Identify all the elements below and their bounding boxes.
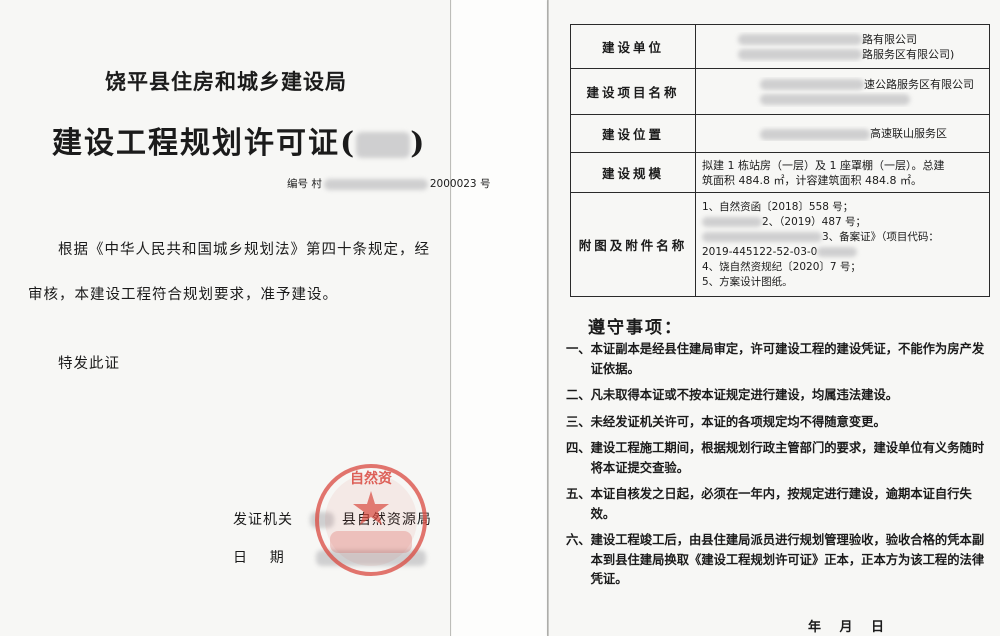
notice-text: 未经发证机关许可，本证的各项规定均不得随意变更。	[590, 414, 886, 429]
certificate-number: 编号 村 2000023 号	[287, 176, 490, 191]
notice-text: 本证自核发之日起，必须在一年内，按规定进行建设，逾期本证自行失效。	[590, 487, 972, 521]
issuing-agency-heading: 饶平县住房和城乡建设局	[105, 69, 347, 94]
row-value: 高速联山服务区	[695, 114, 990, 153]
redacted-date	[316, 550, 427, 566]
value-line: 路有限公司	[862, 32, 917, 46]
issuer-label: 发证机关	[233, 512, 293, 528]
value-line: 速公路服务区有限公司	[864, 77, 974, 91]
row-label: 建设规模	[570, 152, 696, 193]
attachment-item: 4、饶自然资规纪〔2020〕7 号；	[702, 260, 861, 273]
official-seal: 自然资	[315, 464, 427, 576]
attachment-item: 5、方案设计图纸。	[702, 275, 793, 288]
title-paren-open: (	[340, 126, 357, 161]
notice-text: 建设工程施工期间，根据规划行政主管部门的要求，建设单位有义务随时将本证提交查验。	[590, 441, 985, 475]
table-row-location: 建设位置 高速联山服务区	[570, 114, 990, 153]
date-row: 日 期	[233, 547, 427, 567]
attachment-item: 2、（2019）487 号；	[762, 215, 867, 228]
table-row-project-name: 建设项目名称 速公路服务区有限公司	[570, 68, 990, 115]
row-value: 拟建 1 栋站房（一层）及 1 座罩棚（一层）。总建 筑面积 484.8 ㎡，计…	[695, 152, 990, 193]
row-value: 路有限公司 路服务区有限公司)	[695, 24, 990, 69]
project-info-table: 建设单位 路有限公司 路服务区有限公司) 建设项目名称 速公路服务区有限公司 建…	[570, 24, 990, 297]
table-row-attachments: 附图及附件名称 1、自然资函〔2018〕558 号； 2、（2019）487 号…	[570, 192, 990, 297]
row-value: 速公路服务区有限公司	[695, 68, 990, 115]
notice-text: 凡未取得本证或不按本证规定进行建设，均属违法建设。	[590, 388, 899, 402]
attachment-item: 3、备案证》（项目代码：	[822, 230, 939, 243]
notice-item: 二、凡未取得本证或不按本证规定进行建设，均属违法建设。	[566, 386, 991, 406]
date-footer: 年 月 日	[808, 620, 885, 635]
notice-number: 三、	[566, 414, 591, 429]
notice-heading: 遵守事项：	[588, 318, 683, 338]
page-edge-left	[450, 0, 451, 636]
table-row-scale: 建设规模 拟建 1 栋站房（一层）及 1 座罩棚（一层）。总建 筑面积 484.…	[570, 152, 990, 193]
redacted-text	[738, 49, 862, 60]
notice-list: 一、本证副本是经县住建局审定，许可建设工程的建设凭证，不能作为房产发证依据。 二…	[566, 340, 991, 597]
notice-item: 一、本证副本是经县住建局审定，许可建设工程的建设凭证，不能作为房产发证依据。	[566, 340, 991, 379]
number-prefix: 编号 村	[287, 178, 322, 190]
body-line-1: 根据《中华人民共和国城乡规划法》第四十条规定，经	[58, 242, 430, 258]
special-issue-text: 特发此证	[58, 356, 120, 372]
redacted-text	[760, 94, 910, 105]
notice-text: 建设工程竣工后，由县住建局派员进行规划管理验收，验收合格的凭本副本到县住建局换取…	[590, 533, 985, 586]
redacted-text	[738, 34, 862, 45]
attachments-list: 1、自然资函〔2018〕558 号； 2、（2019）487 号； 3、备案证》…	[695, 192, 990, 297]
row-label: 建设位置	[570, 114, 696, 153]
notice-item: 六、建设工程竣工后，由县住建局派员进行规划管理验收，验收合格的凭本副本到县住建局…	[566, 531, 991, 590]
notice-number: 四、	[566, 441, 591, 455]
notice-item: 五、本证自核发之日起，必须在一年内，按规定进行建设，逾期本证自行失效。	[566, 485, 991, 524]
notice-item: 四、建设工程施工期间，根据规划行政主管部门的要求，建设单位有义务随时将本证提交查…	[566, 439, 991, 478]
redacted-text	[702, 216, 762, 227]
seal-text: 自然资	[350, 470, 392, 487]
value-line: 路服务区有限公司)	[862, 47, 955, 61]
certificate-title-text: 建设工程规划许可证	[52, 126, 340, 161]
redacted-text	[760, 79, 864, 90]
notice-number: 六、	[566, 533, 591, 547]
date-label: 日 期	[233, 550, 285, 566]
value-line: 拟建 1 栋站房（一层）及 1 座罩棚（一层）。总建	[702, 158, 945, 172]
redacted-text	[760, 128, 870, 140]
attachment-item: 1、自然资函〔2018〕558 号；	[702, 200, 854, 213]
attachment-item: 2019-445122-52-03-0	[702, 245, 818, 258]
number-suffix: 2000023 号	[429, 178, 491, 190]
page-edge-right	[547, 0, 548, 636]
notice-item: 三、未经发证机关许可，本证的各项规定均不得随意变更。	[566, 413, 991, 433]
value-line: 筑面积 484.8 ㎡，计容建筑面积 484.8 ㎡。	[702, 173, 922, 187]
notice-number: 二、	[566, 388, 591, 402]
title-paren-close: )	[410, 126, 427, 161]
redacted-text	[817, 246, 858, 257]
left-page	[0, 0, 452, 636]
row-label: 附图及附件名称	[570, 192, 696, 297]
table-row-construction-unit: 建设单位 路有限公司 路服务区有限公司)	[570, 24, 990, 69]
row-label: 建设单位	[570, 24, 696, 69]
notice-number: 五、	[566, 487, 591, 501]
notice-number: 一、	[566, 342, 591, 356]
row-label: 建设项目名称	[570, 68, 696, 115]
redacted-number	[323, 178, 428, 190]
page-gap	[452, 0, 548, 636]
notice-text: 本证副本是经县住建局审定，许可建设工程的建设凭证，不能作为房产发证依据。	[590, 342, 985, 376]
certificate-title: 建设工程规划许可证()	[52, 118, 426, 162]
value-line: 高速联山服务区	[870, 127, 947, 140]
redacted-title-suffix	[356, 132, 411, 158]
body-line-2: 审核，本建设工程符合规划要求，准予建设。	[28, 287, 338, 303]
redacted-text	[702, 231, 822, 242]
